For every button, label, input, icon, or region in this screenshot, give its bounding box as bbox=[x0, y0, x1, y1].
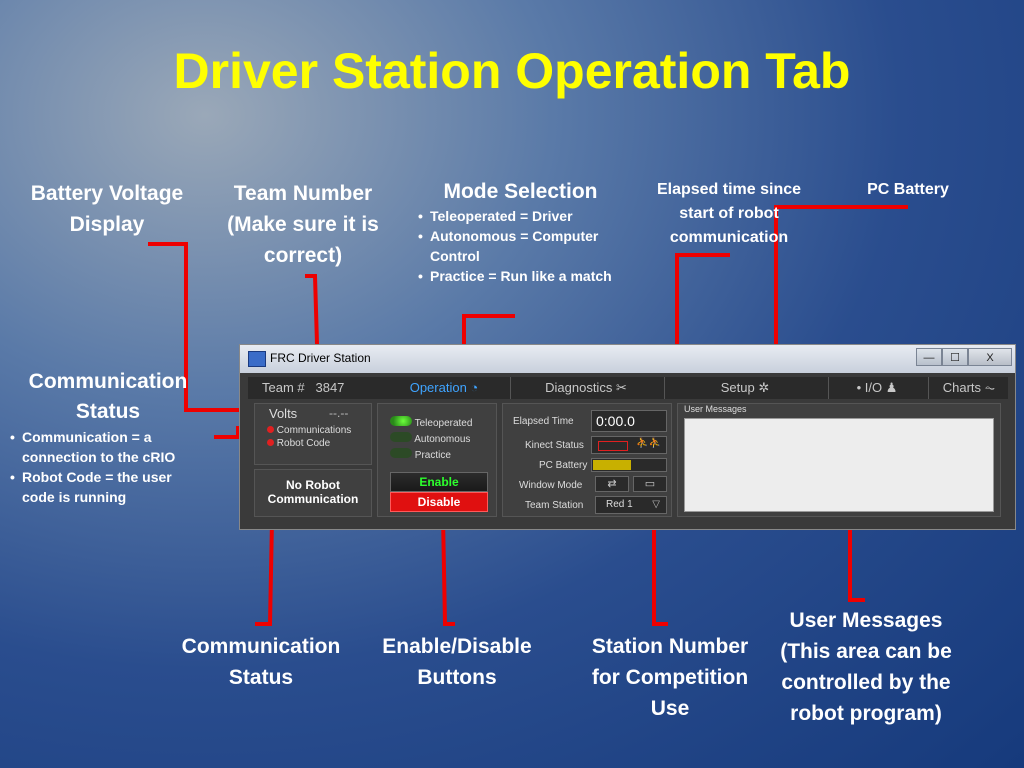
pc-battery-fill bbox=[593, 460, 631, 470]
elapsed-time-label: Elapsed Time bbox=[513, 416, 574, 427]
label-pc-battery: PC Battery bbox=[867, 181, 949, 198]
volts-label: Volts bbox=[269, 406, 298, 421]
slide-title: Driver Station Operation Tab bbox=[173, 43, 851, 99]
window-mode-label: Window Mode bbox=[519, 480, 583, 491]
user-messages-area[interactable] bbox=[684, 418, 994, 512]
teleoperated-led bbox=[390, 416, 412, 426]
tab-setup[interactable]: Setup ✲ bbox=[664, 377, 825, 399]
window-icon: ▭ bbox=[644, 478, 656, 490]
pc-battery-label: PC Battery bbox=[539, 460, 588, 471]
joystick-icon: ♟ bbox=[885, 380, 898, 395]
driver-station-window: FRC Driver Station — ☐ X Team # 3847 Ope… bbox=[239, 344, 1016, 530]
tab-operation[interactable]: Operation ◔ bbox=[409, 380, 479, 395]
maximize-button[interactable]: ☐ bbox=[942, 348, 968, 366]
pc-battery-indicator bbox=[591, 458, 667, 472]
volts-value: --.-- bbox=[329, 406, 349, 420]
status-panel: Volts --.-- Communications Robot Code bbox=[254, 403, 372, 465]
tab-bar: Team # 3847 Operation ◔ Diagnostics ✂ Se… bbox=[248, 377, 1008, 399]
minimize-button[interactable]: — bbox=[916, 348, 942, 366]
user-messages-panel: User Messages bbox=[677, 403, 1001, 517]
mode-teleoperated[interactable]: Teleoperated bbox=[390, 416, 472, 429]
robot-code-indicator: Robot Code bbox=[267, 438, 330, 449]
mode-bullets: Teleoperated = Driver Autonomous = Compu… bbox=[418, 206, 623, 286]
gear-icon: ✲ bbox=[758, 380, 770, 395]
communications-indicator: Communications bbox=[267, 425, 351, 436]
elapsed-time-value: 0:00.0 bbox=[591, 410, 667, 432]
autonomous-led bbox=[390, 432, 412, 442]
mode-autonomous[interactable]: Autonomous bbox=[390, 432, 470, 445]
disable-button[interactable]: Disable bbox=[390, 492, 488, 512]
chart-icon: ⏦ bbox=[984, 380, 996, 395]
comm-bullets: Communication = a connection to the cRIO… bbox=[10, 427, 206, 507]
practice-led bbox=[390, 448, 412, 458]
team-station-select[interactable]: Red 1 ▽ bbox=[595, 496, 667, 514]
window-title: FRC Driver Station bbox=[270, 351, 371, 365]
line-comm-bottom bbox=[255, 519, 274, 626]
app-icon bbox=[248, 351, 266, 367]
window-mode-float-button[interactable]: ▭ bbox=[633, 476, 667, 492]
chevron-down-icon: ▽ bbox=[652, 499, 660, 510]
tools-icon: ✂ bbox=[615, 380, 627, 395]
label-mode-selection: Mode Selection Teleoperated = Driver Aut… bbox=[418, 178, 623, 286]
communications-led bbox=[267, 426, 274, 433]
mode-practice[interactable]: Practice bbox=[390, 448, 451, 461]
kinect-status-label: Kinect Status bbox=[525, 440, 584, 451]
kinect-status-indicator: ⛹⛹ bbox=[591, 436, 667, 454]
team-station-label: Team Station bbox=[525, 500, 584, 511]
line-station-number bbox=[645, 520, 668, 626]
gauge-icon: ◔ bbox=[470, 380, 479, 395]
line-battery-voltage bbox=[148, 242, 272, 412]
window-titlebar: FRC Driver Station — ☐ X bbox=[240, 345, 1015, 373]
enable-button[interactable]: Enable bbox=[390, 472, 488, 492]
line-enable-disable bbox=[441, 515, 455, 626]
window-mode-docked-button[interactable]: ⇄ bbox=[595, 476, 629, 492]
user-messages-label: User Messages bbox=[684, 404, 747, 414]
tab-diagnostics[interactable]: Diagnostics ✂ bbox=[510, 377, 661, 399]
docked-icon: ⇄ bbox=[607, 478, 617, 490]
kinect-icon bbox=[598, 441, 628, 451]
tab-io[interactable]: • I/O ♟ bbox=[828, 377, 925, 399]
info-panel: Elapsed Time 0:00.0 Kinect Status ⛹⛹ PC … bbox=[502, 403, 672, 517]
team-number-display: Team # 3847 bbox=[262, 380, 345, 395]
tab-charts[interactable]: Charts ⏦ bbox=[928, 377, 1009, 399]
close-button[interactable]: X bbox=[968, 348, 1012, 366]
robot-code-led bbox=[267, 439, 274, 446]
mode-panel: Teleoperated Autonomous Practice Enable … bbox=[377, 403, 497, 517]
skeleton-icon: ⛹⛹ bbox=[636, 438, 661, 449]
